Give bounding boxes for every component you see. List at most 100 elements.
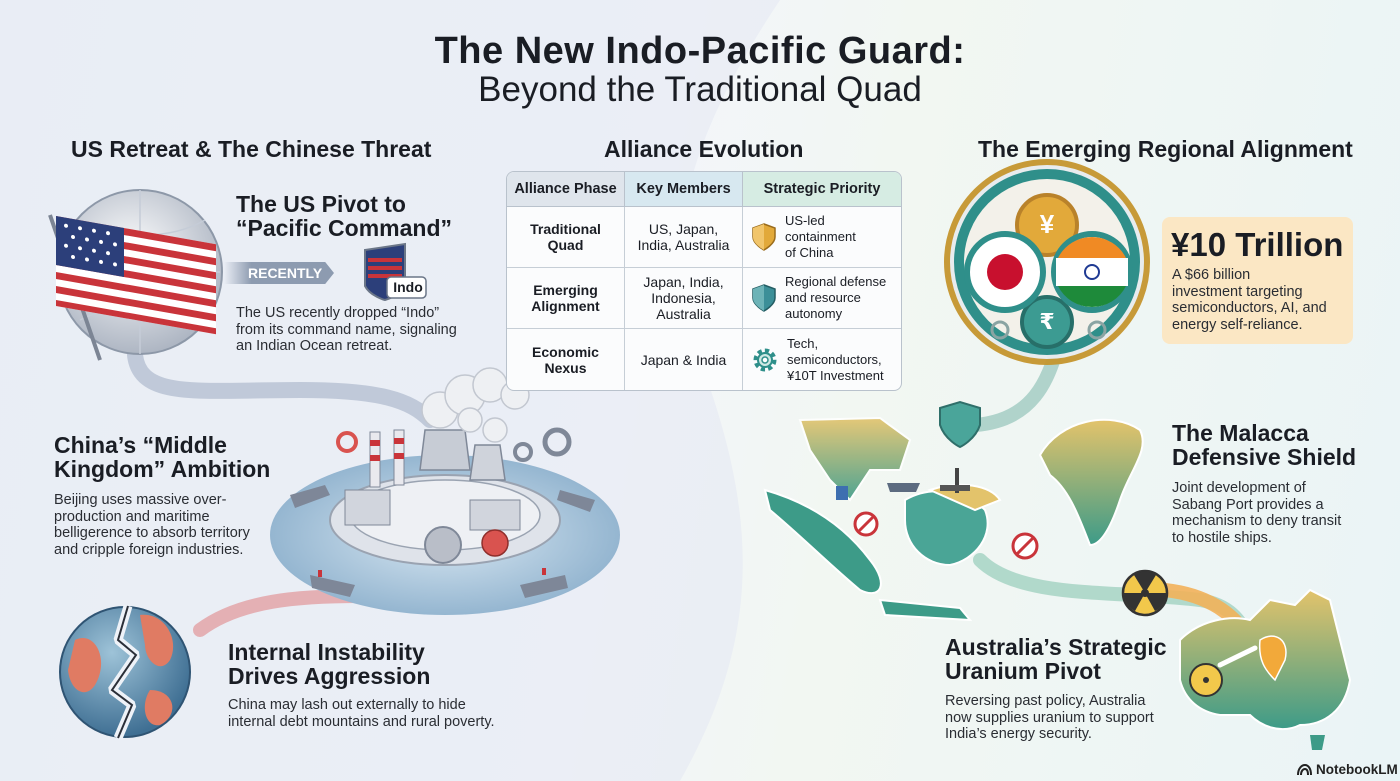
priority-line: Regional defense: [785, 274, 887, 289]
members-cell: Japan, India, Indonesia, Australia: [625, 268, 743, 329]
uranium-heading: Australia’s Strategic Uranium Pivot: [945, 635, 1167, 683]
malacca-heading-line2: Defensive Shield: [1172, 444, 1357, 470]
indo-badge-icon: [364, 242, 427, 302]
section-title-left: US Retreat & The Chinese Threat: [71, 136, 432, 162]
alliance-table: Alliance Phase Key Members Strategic Pri…: [506, 171, 902, 391]
china-heading-line2: Kingdom” Ambition: [54, 456, 271, 482]
members-line: US, Japan,: [648, 221, 719, 237]
china-heading-line1: China’s “Middle: [54, 432, 227, 458]
page-title: The New Indo-Pacific Guard:: [434, 30, 966, 72]
uranium-body-line: India’s energy security.: [945, 726, 1092, 742]
alliance-table-header-row: Alliance Phase Key Members Strategic Pri…: [507, 172, 901, 207]
indo-badge-label: Indo: [393, 279, 423, 295]
col-header-members: Key Members: [625, 172, 743, 207]
phase-line: Economic: [532, 343, 599, 360]
priority-line: of China: [785, 245, 834, 260]
priority-line: Tech,: [787, 335, 819, 351]
phase-line: Alignment: [531, 298, 600, 314]
cracked-earth-icon: [59, 604, 191, 740]
investment-amount: ¥10 Trillion: [1171, 226, 1344, 263]
page-subtitle: Beyond the Traditional Quad: [478, 70, 922, 109]
china-factory-island-icon: [270, 367, 620, 615]
southeast-asia-map: [763, 400, 1144, 622]
section-title-middle: Alliance Evolution: [604, 136, 804, 162]
instability-body-line: internal debt mountains and rural povert…: [228, 713, 495, 730]
priority-cell: Regional defense and resource autonomy: [743, 268, 901, 329]
instability-heading-line1: Internal Instability: [228, 639, 425, 665]
notebooklm-brand: NotebookLM: [1297, 762, 1398, 777]
malacca-body-line: Sabang Port provides a: [1172, 496, 1324, 513]
china-body: Beijing uses massive over- production an…: [54, 492, 250, 558]
uranium-heading-line1: Australia’s Strategic: [945, 634, 1167, 660]
uranium-body-line: Reversing past policy, Australia: [945, 693, 1146, 709]
china-body-line: and cripple foreign industries.: [54, 541, 244, 558]
priority-line: containment: [785, 229, 856, 244]
table-row: Economic Nexus Japan & India Tech, semic…: [507, 329, 901, 390]
malacca-body-line: to hostile ships.: [1172, 529, 1272, 546]
investment-body-line: investment targeting: [1172, 283, 1303, 300]
us-pivot-body: The US recently dropped “Indo” from its …: [236, 305, 457, 355]
phase-cell: Emerging Alignment: [507, 268, 625, 329]
investment-card: [1162, 217, 1353, 344]
malacca-heading: The Malacca Defensive Shield: [1172, 421, 1356, 469]
col-header-priority: Strategic Priority: [743, 172, 901, 207]
australia-map: [1179, 588, 1352, 750]
priority-line: ¥10T Investment: [787, 367, 884, 383]
uranium-heading-line2: Uranium Pivot: [945, 658, 1101, 684]
phase-line: Nexus: [544, 359, 587, 376]
priority-line: and resource: [785, 290, 861, 305]
priority-cell: Tech, semiconductors, ¥10T Investment: [743, 329, 901, 390]
investment-body-line: energy self-reliance.: [1172, 316, 1303, 333]
instability-heading: Internal Instability Drives Aggression: [228, 640, 430, 688]
brand-label: NotebookLM: [1316, 762, 1398, 777]
table-row: Emerging Alignment Japan, India, Indones…: [507, 268, 901, 329]
us-pivot-heading-line2: “Pacific Command”: [236, 215, 452, 241]
recently-arrow: RECENTLY: [224, 262, 334, 284]
members-cell: US, Japan, India, Australia: [625, 207, 743, 268]
connector-us-china: [127, 347, 438, 428]
uranium-body: Reversing past policy, Australia now sup…: [945, 693, 1154, 743]
gear-icon: [753, 348, 777, 371]
us-pivot-heading-line1: The US Pivot to: [236, 191, 406, 217]
priority-cell: US-led containment of China: [743, 207, 901, 268]
priority-line: US-led: [785, 213, 825, 228]
col-header-phase: Alliance Phase: [507, 172, 625, 207]
phase-cell: Traditional Quad: [507, 207, 625, 268]
us-pivot-body-line: The US recently dropped “Indo”: [236, 305, 440, 321]
phase-line: Traditional: [530, 221, 601, 237]
yen-coin-symbol: ¥: [1039, 209, 1055, 239]
members-line: Indonesia,: [651, 290, 716, 306]
us-pivot-body-line: an Indian Ocean retreat.: [236, 338, 393, 354]
malacca-body: Joint development of Sabang Port provide…: [1172, 480, 1341, 546]
us-globe-icon: [48, 189, 223, 361]
priority-line: semiconductors,: [787, 351, 882, 367]
table-row: Traditional Quad US, Japan, India, Austr…: [507, 207, 901, 268]
radiation-icon: [1121, 569, 1169, 617]
members-cell: Japan & India: [625, 329, 743, 390]
instability-heading-line2: Drives Aggression: [228, 663, 431, 689]
shield-teal-icon: [752, 284, 776, 312]
us-pivot-body-line: from its command name, signaling: [236, 321, 457, 338]
members-line: India, Australia: [637, 237, 730, 253]
priority-line: autonomy: [785, 306, 843, 321]
china-heading: China’s “Middle Kingdom” Ambition: [54, 433, 270, 481]
phase-line: Emerging: [533, 282, 598, 298]
investment-body-line: semiconductors, AI, and: [1172, 300, 1327, 316]
malacca-body-line: mechanism to deny transit: [1172, 513, 1342, 529]
rupee-coin-symbol: ₹: [1039, 309, 1055, 334]
members-line: Australia: [656, 306, 711, 322]
japan-india-coin-cluster-icon: [944, 159, 1150, 365]
members-line: Japan, India,: [643, 274, 724, 290]
instability-body: China may lash out externally to hide in…: [228, 697, 495, 730]
malacca-body-line: Joint development of: [1172, 480, 1306, 496]
investment-body-line: A $66 billion: [1172, 267, 1251, 283]
notebooklm-logo-icon: [1297, 763, 1312, 775]
malacca-heading-line1: The Malacca: [1172, 420, 1309, 446]
section-title-right: The Emerging Regional Alignment: [978, 136, 1353, 162]
investment-body: A $66 billion investment targeting semic…: [1172, 267, 1327, 333]
phase-line: Quad: [547, 237, 584, 253]
us-pivot-heading: The US Pivot to “Pacific Command”: [236, 192, 452, 240]
members-line: Japan & India: [640, 351, 727, 368]
uranium-body-line: now supplies uranium to support: [945, 709, 1154, 726]
instability-body-line: China may lash out externally to hide: [228, 697, 466, 713]
